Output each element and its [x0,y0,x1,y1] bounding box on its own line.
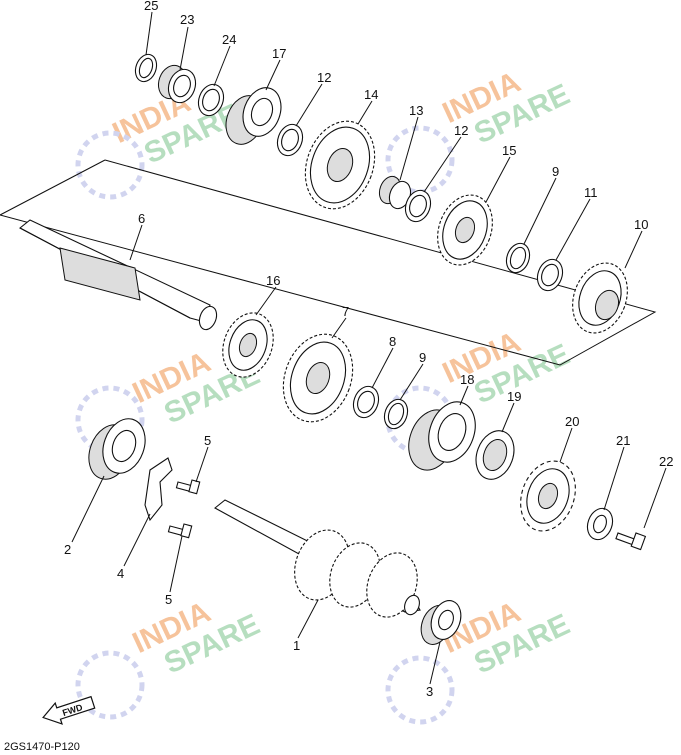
circlip-9-lower [383,398,409,430]
sprocket-20 [520,460,576,532]
shaft-6 [19,219,218,331]
washer-11 [536,258,564,292]
callout-16: 16 [266,273,280,288]
fwd-arrow-icon: FWD [42,695,96,725]
bolt-22 [615,532,647,551]
washer-24 [197,83,225,117]
collar-23 [157,64,197,104]
callout-17: 17 [272,46,286,61]
callout-12: 12 [454,123,468,138]
callout-18: 18 [460,372,474,387]
callout-15: 15 [502,143,516,158]
washer-12-mid [404,189,432,223]
leader-lines [71,11,667,685]
callout-4: 4 [117,566,124,581]
callout-7: 7 [342,304,349,319]
lock-washer-21 [586,507,614,541]
bearing-3 [420,600,462,645]
callout-9: 9 [419,350,426,365]
callout-21: 21 [616,433,630,448]
callout-12: 12 [317,70,331,85]
circlip-25 [134,53,158,83]
stopper-plate-4 [144,457,173,522]
callout-25: 25 [144,0,158,13]
gear-14 [304,120,376,210]
callout-8: 8 [389,334,396,349]
callout-11: 11 [584,185,598,200]
callout-9: 9 [552,164,559,179]
gear-15 [437,194,493,266]
gear-10 [572,262,628,334]
callout-2: 2 [64,542,71,557]
bushing-13 [378,175,412,210]
callout-20: 20 [565,414,579,429]
drawing-code: 2GS1470-P120 [4,741,80,753]
screw-5-lower [167,523,193,539]
callout-1: 1 [293,638,300,653]
gear-16 [222,312,274,378]
oil-seal-19 [475,430,515,480]
callout-labels: 25 23 24 17 12 14 13 12 15 9 11 10 6 16 … [64,0,673,699]
washer-12-upper [276,123,304,157]
callout-24: 24 [222,32,236,47]
callout-23: 23 [180,12,194,27]
callout-22: 22 [659,454,673,469]
callout-10: 10 [634,217,648,232]
callout-5: 5 [204,433,211,448]
bearing-18 [408,401,476,471]
bearing-17 [225,87,282,145]
callout-13: 13 [409,103,423,118]
circlip-9-upper [505,242,531,274]
axle-1 [214,499,421,618]
washer-8 [352,385,380,419]
callout-14: 14 [364,87,378,102]
callout-6: 6 [138,211,145,226]
callout-3: 3 [426,684,433,699]
gear-7 [282,333,354,423]
callout-19: 19 [507,389,521,404]
bearing-2 [88,418,146,480]
callout-5: 5 [165,592,172,607]
